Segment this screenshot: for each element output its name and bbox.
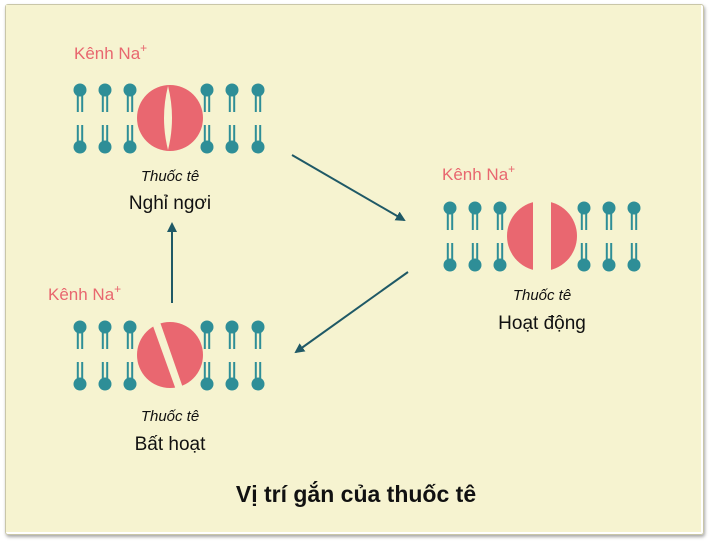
resting-channel-label: Kênh Na+ bbox=[74, 41, 147, 63]
active-state-label: Hoạt động bbox=[498, 313, 586, 334]
inactivated-channel-label: Kênh Na+ bbox=[48, 282, 121, 304]
arrow-active-to-inactivated bbox=[294, 271, 409, 354]
active-drug-label: Thuốc tê bbox=[513, 287, 571, 304]
inactivated-drug-label: Thuốc tê bbox=[141, 408, 199, 425]
inactivated-na-channel bbox=[137, 322, 203, 390]
resting-state-group: Kênh Na+ Thuốc tê Nghỉ ngơi bbox=[72, 41, 266, 214]
active-state-group: Kênh Na+ Thuốc tê Hoạt động bbox=[442, 162, 642, 334]
inactivated-state-group: Kênh Na+ Thuốc tê Bất hoạt bbox=[48, 282, 266, 455]
diagram-title: Vị trí gắn của thuốc tê bbox=[236, 480, 476, 507]
active-na-channel bbox=[507, 199, 577, 273]
panel-background bbox=[6, 5, 701, 532]
resting-drug-label: Thuốc tê bbox=[141, 168, 199, 185]
active-channel-label: Kênh Na+ bbox=[442, 162, 515, 184]
diagram-panel bbox=[5, 4, 704, 535]
resting-state-label: Nghỉ ngơi bbox=[129, 193, 211, 214]
inactivated-state-label: Bất hoạt bbox=[135, 434, 206, 455]
resting-na-channel bbox=[137, 85, 203, 151]
arrow-resting-to-active bbox=[291, 154, 406, 222]
